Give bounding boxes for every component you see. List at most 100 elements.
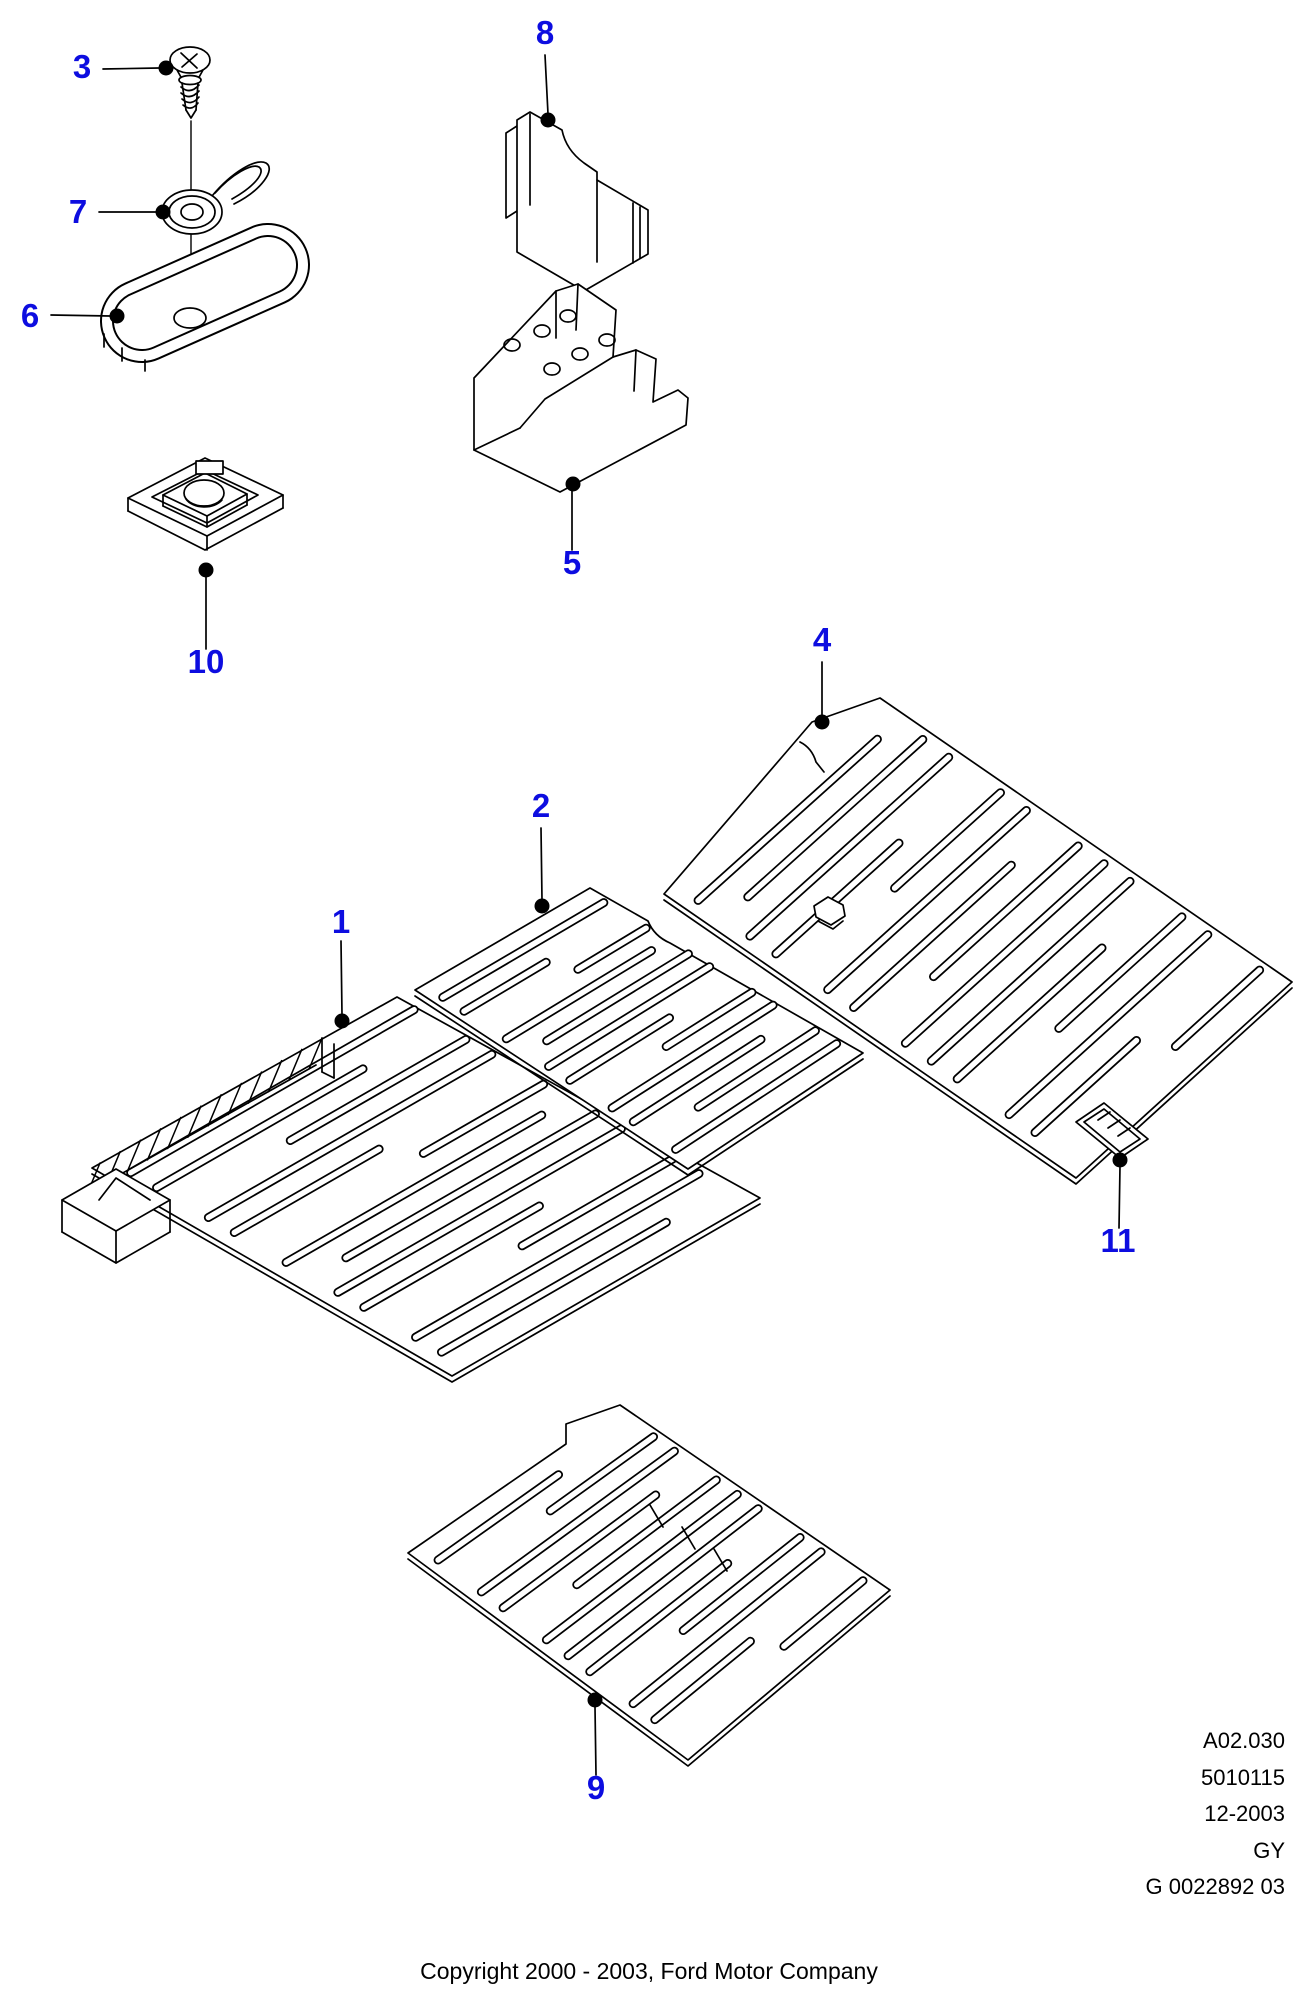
callout-3: 3 bbox=[73, 48, 174, 85]
rib-slot bbox=[443, 903, 604, 998]
callout-8: 8 bbox=[536, 14, 556, 128]
rib-slot bbox=[748, 740, 923, 897]
rib-slot bbox=[550, 1437, 653, 1511]
rib-slot bbox=[1175, 970, 1259, 1046]
callout-2: 2 bbox=[532, 787, 550, 914]
rib-slot bbox=[481, 1451, 674, 1592]
callout-8-number: 8 bbox=[536, 14, 554, 51]
rib-slot bbox=[683, 1538, 800, 1631]
callout-11: 11 bbox=[1101, 1152, 1136, 1259]
callout-7: 7 bbox=[69, 193, 171, 230]
rib-slot bbox=[776, 843, 899, 954]
rib-slot bbox=[208, 1054, 491, 1217]
rib-slot bbox=[577, 1480, 717, 1585]
rib-slot bbox=[442, 1222, 667, 1352]
callout-10: 10 bbox=[188, 562, 225, 680]
sill-hatch-line bbox=[148, 1129, 161, 1160]
rib-slot bbox=[1009, 935, 1208, 1115]
sill-hatch-line bbox=[289, 1049, 302, 1080]
sill-hatch-line bbox=[249, 1072, 262, 1103]
rib-slot bbox=[547, 954, 689, 1041]
rib-slot bbox=[698, 739, 877, 900]
rib-slot bbox=[568, 1509, 758, 1656]
callout-3-number: 3 bbox=[73, 48, 91, 85]
copyright-line: Copyright 2000 - 2003, Ford Motor Compan… bbox=[420, 1958, 878, 1984]
rib-slot bbox=[290, 1040, 466, 1141]
rib-slot bbox=[438, 1475, 558, 1560]
rib-slot bbox=[131, 1010, 414, 1173]
sill-hatch-marks bbox=[87, 1038, 322, 1194]
callout-5-number: 5 bbox=[563, 544, 581, 581]
part-floor-pan-middle bbox=[415, 888, 863, 1175]
panel-rib-slots bbox=[443, 903, 837, 1150]
rib-slot bbox=[666, 992, 752, 1046]
rib-slot bbox=[931, 881, 1130, 1061]
part-bracket-upper bbox=[506, 112, 648, 291]
sill-hatch-line bbox=[228, 1084, 241, 1115]
part-floor-plug bbox=[128, 458, 283, 550]
part-bracket-lower bbox=[474, 284, 688, 492]
rib-slot bbox=[423, 1084, 543, 1153]
rib-slot bbox=[828, 811, 1027, 990]
rib-slot bbox=[854, 865, 1012, 1007]
callout-2-number: 2 bbox=[532, 787, 550, 824]
panel-rib-slots bbox=[131, 1010, 699, 1352]
part-grommet-tray bbox=[104, 265, 268, 371]
rib-slot bbox=[416, 1174, 699, 1338]
doc-info-line: A02.030 bbox=[1203, 1728, 1285, 1753]
rib-slot bbox=[612, 1005, 773, 1108]
callout-10-number: 10 bbox=[188, 643, 225, 680]
rib-slot bbox=[464, 962, 546, 1011]
callouts: 1 2 3 4 5 6 7 8 bbox=[21, 14, 1136, 1806]
rib-slot bbox=[655, 1641, 751, 1719]
rib-slot bbox=[633, 1039, 761, 1121]
doc-info-line: GY bbox=[1253, 1837, 1285, 1863]
rib-slot bbox=[234, 1149, 379, 1232]
callout-5: 5 bbox=[563, 476, 581, 581]
rib-slot bbox=[549, 967, 710, 1067]
rib-slot bbox=[503, 1495, 656, 1608]
sill-hatch-line bbox=[208, 1095, 221, 1126]
callout-1-number: 1 bbox=[332, 903, 350, 940]
callout-6: 6 bbox=[21, 297, 125, 334]
rib-slot bbox=[1059, 917, 1182, 1029]
rib-slot bbox=[784, 1581, 863, 1647]
rib-slot bbox=[676, 1044, 837, 1150]
sill-hatch-line bbox=[168, 1118, 181, 1149]
part-screw bbox=[170, 47, 210, 118]
cross-slot-tick bbox=[650, 1505, 663, 1527]
panel-center-hole bbox=[814, 897, 845, 925]
doc-info-line: 12-2003 bbox=[1204, 1801, 1285, 1826]
callout-7-number: 7 bbox=[69, 193, 87, 230]
part-retainer-clip bbox=[162, 162, 269, 234]
rib-slot bbox=[157, 1069, 363, 1188]
part-small-clip bbox=[1076, 1103, 1148, 1158]
rib-slot bbox=[895, 793, 1001, 888]
callout-11-number: 11 bbox=[1101, 1222, 1136, 1259]
rib-slot bbox=[546, 1494, 737, 1639]
part-floor-pan-bottom bbox=[408, 1405, 890, 1766]
sill-hatch-line bbox=[188, 1106, 201, 1137]
rib-slot bbox=[506, 951, 651, 1039]
rib-slot bbox=[338, 1129, 621, 1292]
sill-hatch-line bbox=[309, 1038, 322, 1069]
callout-1: 1 bbox=[332, 903, 350, 1029]
rib-slot bbox=[364, 1206, 540, 1307]
rib-slot bbox=[578, 928, 646, 969]
rib-slot bbox=[346, 1114, 596, 1258]
rib-slot bbox=[570, 1018, 670, 1080]
rib-slot bbox=[957, 948, 1102, 1079]
rib-slot bbox=[698, 1031, 815, 1107]
part-floor-pan-rear bbox=[664, 698, 1292, 1184]
callout-9-number: 9 bbox=[587, 1769, 605, 1806]
cross-slot-tick bbox=[682, 1527, 695, 1549]
sill-hatch-line bbox=[127, 1140, 140, 1171]
rib-slot bbox=[522, 1159, 673, 1246]
rib-slot bbox=[750, 757, 949, 936]
callout-6-number: 6 bbox=[21, 297, 39, 334]
panel-rib-slots bbox=[438, 1437, 863, 1720]
cross-slot-tick bbox=[714, 1549, 727, 1571]
doc-info-line: G 0022892 03 bbox=[1145, 1874, 1285, 1899]
